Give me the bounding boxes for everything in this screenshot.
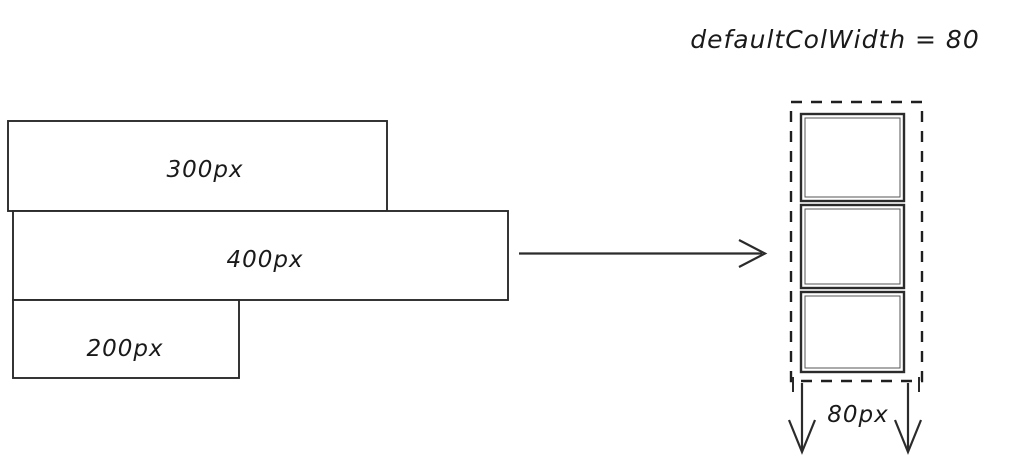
diagram-title: defaultColWidth = 80	[690, 25, 980, 54]
source-box-200: 200px	[12, 299, 240, 379]
result-bounding-dashed-rect	[789, 100, 924, 383]
result-columns-group	[789, 100, 924, 383]
source-box-400-rect	[12, 210, 509, 301]
column-width-label: 80px	[827, 402, 888, 428]
down-arrow-icon-right	[893, 383, 923, 455]
source-box-300-label: 300px	[166, 157, 243, 183]
source-boxes-group: 300px 400px 200px	[7, 120, 509, 379]
source-box-400: 400px	[12, 210, 509, 301]
down-arrow-icon-left	[787, 383, 817, 455]
source-box-300-rect	[7, 120, 388, 212]
result-column-3	[799, 290, 906, 374]
right-arrow-icon	[519, 239, 768, 268]
source-box-300: 300px	[7, 120, 388, 212]
source-box-400-label: 400px	[226, 247, 303, 273]
source-box-200-label: 200px	[86, 336, 163, 362]
source-box-200-rect	[12, 299, 240, 379]
result-column-2	[799, 203, 906, 290]
result-column-1	[799, 112, 906, 203]
column-width-measure: 80px	[787, 377, 923, 455]
